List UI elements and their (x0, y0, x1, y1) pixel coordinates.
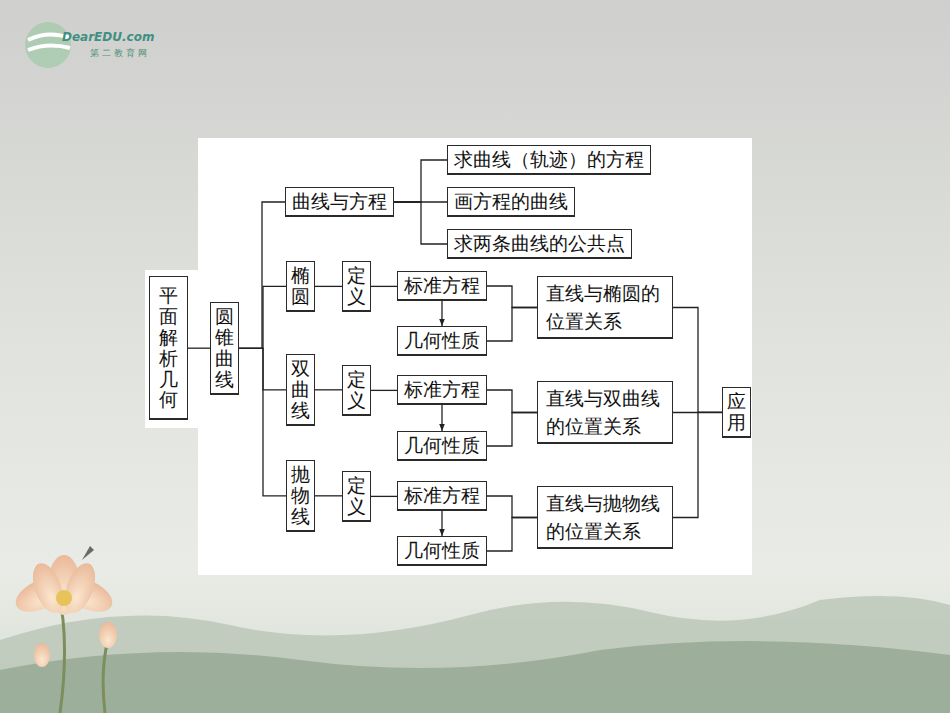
box-label: 双曲线 (291, 358, 310, 421)
lotus-bud (99, 622, 117, 648)
connector (487, 308, 537, 342)
logo-text: DearEDU.com (62, 30, 154, 44)
box-label: 直线与抛物线的位置关系 (546, 489, 664, 545)
connector (487, 413, 537, 447)
concept-box: 直线与双曲线的位置关系 (537, 381, 673, 444)
connector (371, 286, 397, 287)
connector (188, 348, 210, 349)
box-label: 几何性质 (404, 329, 480, 352)
concept-box: 双曲线 (286, 354, 315, 426)
connector (394, 202, 447, 244)
concept-box: 求曲线（轨迹）的方程 (447, 145, 651, 175)
connector (394, 160, 447, 202)
connector (441, 301, 442, 326)
box-label: 直线与椭圆的位置关系 (546, 279, 664, 335)
lotus-stem (103, 640, 108, 713)
connector (487, 286, 537, 308)
box-label: 求曲线（轨迹）的方程 (454, 148, 644, 171)
connector (239, 202, 285, 348)
concept-box: 平面解析几何 (149, 276, 188, 420)
connector (487, 496, 537, 518)
box-label: 标准方程 (404, 484, 480, 507)
box-label: 椭圆 (291, 265, 310, 307)
connector (441, 405, 442, 431)
box-label: 直线与双曲线的位置关系 (546, 384, 664, 440)
title-panel (145, 270, 205, 428)
connector (315, 389, 342, 390)
concept-box: 几何性质 (397, 431, 487, 461)
box-label: 几何性质 (404, 539, 480, 562)
concept-box: 直线与抛物线的位置关系 (537, 486, 673, 549)
box-label: 定义 (347, 265, 366, 307)
connector (441, 511, 442, 536)
concept-box: 应用 (722, 387, 751, 438)
far-hills (0, 596, 950, 713)
connector (371, 390, 397, 391)
logo-mark (25, 22, 71, 68)
box-label: 应用 (727, 391, 746, 433)
near-hills (0, 641, 950, 713)
concept-box: 几何性质 (397, 536, 487, 566)
connector (673, 308, 722, 413)
connector (315, 495, 342, 496)
concept-box: 定义 (342, 365, 371, 416)
box-label: 抛物线 (291, 464, 310, 527)
connector (315, 286, 342, 287)
concept-box: 定义 (342, 471, 371, 522)
connector (239, 286, 286, 348)
concept-box: 标准方程 (397, 271, 487, 301)
box-label: 标准方程 (404, 274, 480, 297)
concept-box: 曲线与方程 (285, 187, 394, 217)
box-label: 平面解析几何 (159, 285, 178, 410)
concept-box: 几何性质 (397, 326, 487, 356)
box-label: 求两条曲线的公共点 (454, 232, 625, 255)
connector (239, 348, 286, 496)
box-label: 定义 (347, 475, 366, 517)
concept-box: 抛物线 (286, 460, 315, 532)
box-label: 定义 (347, 369, 366, 411)
connector (487, 518, 537, 552)
box-label: 标准方程 (404, 378, 480, 401)
lotus-bud (34, 643, 50, 667)
connector (487, 390, 537, 413)
box-label: 圆锥曲线 (215, 306, 234, 390)
concept-box: 椭圆 (286, 261, 315, 312)
box-label: 画方程的曲线 (454, 190, 568, 213)
concept-box: 定义 (342, 261, 371, 312)
box-label: 几何性质 (404, 434, 480, 457)
lotus-flower (11, 555, 118, 619)
connector (673, 412, 722, 517)
logo-text: 第二教育网 (90, 47, 150, 60)
concept-box: 直线与椭圆的位置关系 (537, 276, 673, 339)
concept-box: 圆锥曲线 (210, 302, 239, 395)
dragonfly (82, 546, 94, 560)
concept-box: 求两条曲线的公共点 (447, 229, 632, 259)
concept-box: 标准方程 (397, 375, 487, 405)
concept-box: 标准方程 (397, 481, 487, 511)
concept-box: 画方程的曲线 (447, 187, 575, 217)
connector (371, 496, 397, 497)
box-label: 曲线与方程 (292, 190, 387, 213)
diagram-panel (198, 138, 752, 575)
